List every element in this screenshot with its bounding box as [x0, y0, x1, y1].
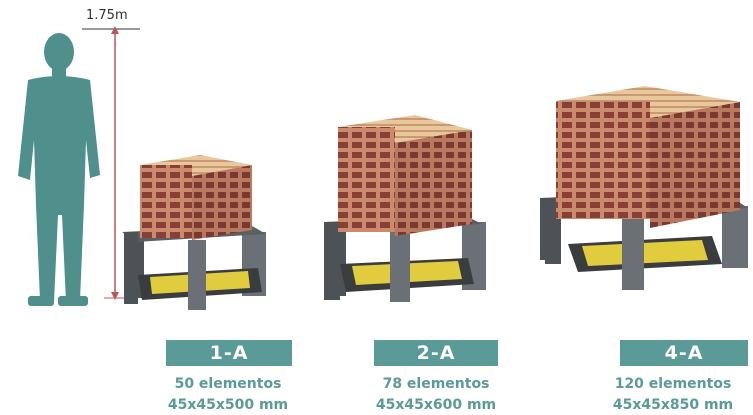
module-code-badge: 2-A — [374, 340, 498, 366]
height-measure — [82, 26, 140, 300]
module-dimensions: 45x45x600 mm — [375, 397, 497, 413]
module-dimensions: 45x45x500 mm — [167, 397, 289, 413]
person-silhouette — [18, 33, 100, 306]
module-1a-illustration — [122, 155, 266, 310]
module-elements-count: 50 elementos — [174, 376, 282, 392]
module-elements-count: 78 elementos — [382, 376, 490, 392]
module-code-badge: 1-A — [166, 340, 292, 366]
module-4a-illustration — [540, 86, 748, 290]
module-code-badge: 4-A — [620, 340, 748, 366]
module-2a-illustration — [324, 115, 486, 302]
module-elements-count: 120 elementos — [614, 376, 732, 392]
module-dimensions: 45x45x850 mm — [612, 397, 734, 413]
height-label: 1.75m — [86, 8, 128, 23]
